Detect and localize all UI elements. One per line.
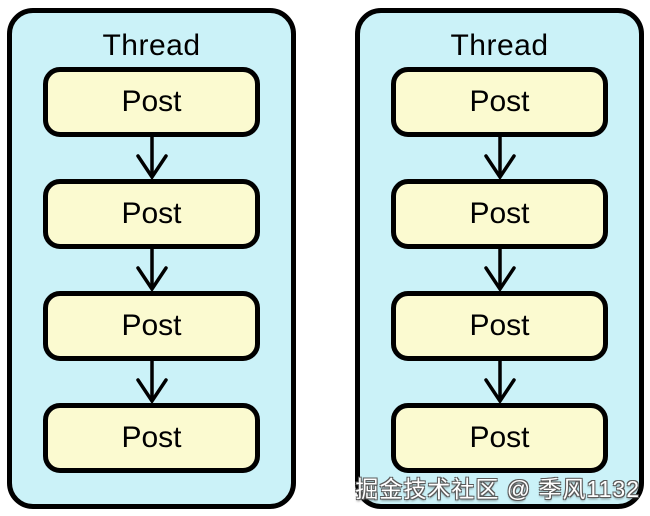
- post-label: Post: [121, 309, 182, 342]
- post-label: Post: [121, 85, 182, 118]
- thread-container-left: Thread Post Post Post Post: [7, 8, 296, 509]
- post-label: Post: [469, 309, 530, 342]
- arrow-down-icon: [478, 137, 522, 179]
- thread-title: Thread: [450, 29, 549, 62]
- post-box: Post: [43, 179, 260, 249]
- post-label: Post: [469, 421, 530, 454]
- post-label: Post: [121, 421, 182, 454]
- post-box: Post: [391, 67, 608, 137]
- arrow-down-icon: [130, 249, 174, 291]
- post-label: Post: [469, 197, 530, 230]
- post-label: Post: [469, 85, 530, 118]
- post-box: Post: [391, 291, 608, 361]
- post-label: Post: [121, 197, 182, 230]
- arrow-down-icon: [478, 249, 522, 291]
- post-box: Post: [43, 291, 260, 361]
- post-box: Post: [43, 403, 260, 473]
- thread-title: Thread: [102, 29, 201, 62]
- arrow-down-icon: [478, 361, 522, 403]
- thread-container-right: Thread Post Post Post Post: [355, 8, 644, 509]
- post-box: Post: [43, 67, 260, 137]
- post-box: Post: [391, 403, 608, 473]
- arrow-down-icon: [130, 361, 174, 403]
- watermark-text: 掘金技术社区 @ 季风1132: [355, 476, 640, 502]
- post-box: Post: [391, 179, 608, 249]
- arrow-down-icon: [130, 137, 174, 179]
